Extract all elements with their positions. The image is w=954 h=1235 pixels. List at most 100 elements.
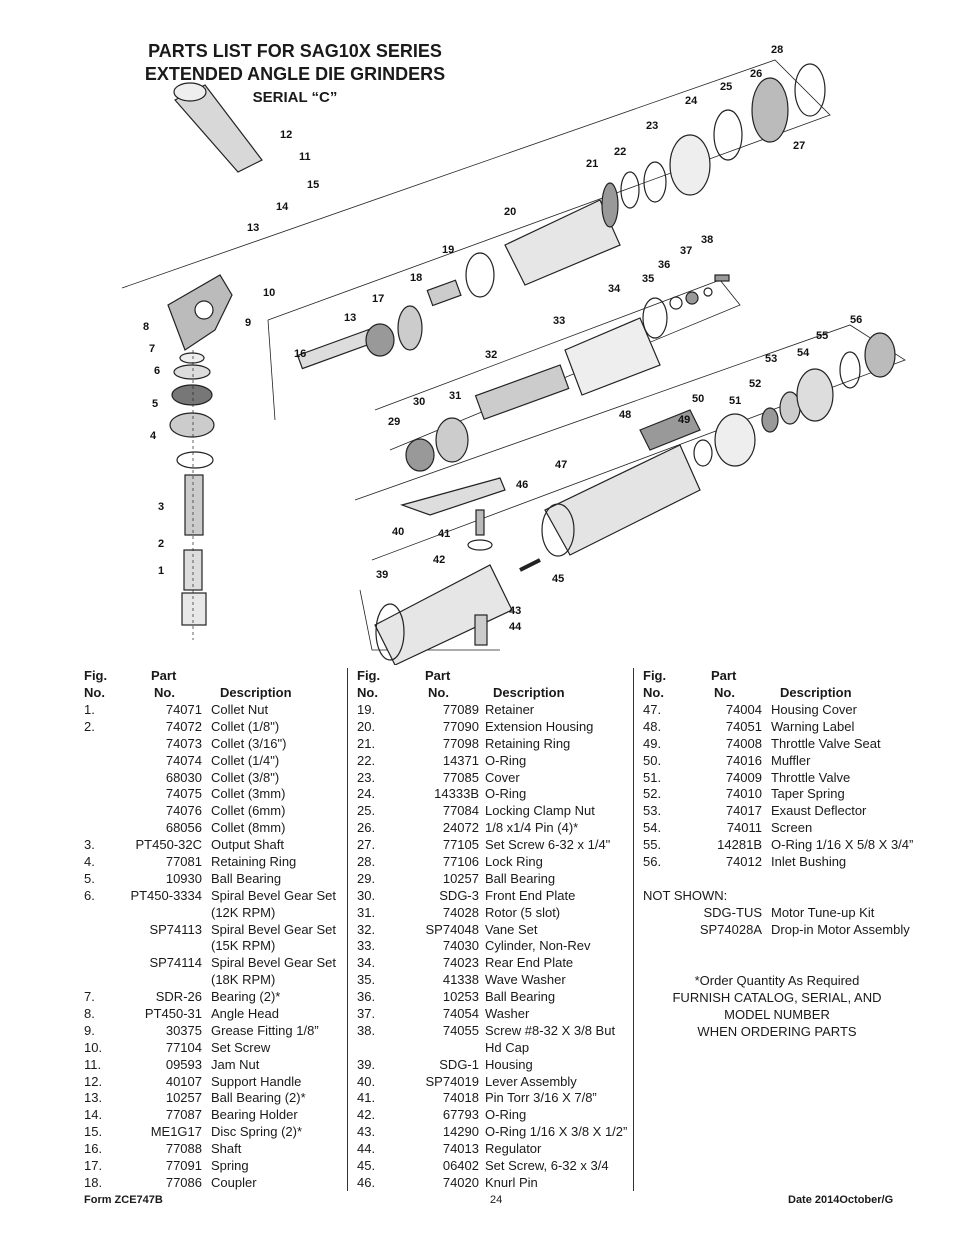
callout-50: 50 (692, 393, 704, 405)
part-description: Ball Bearing (211, 870, 282, 886)
callout-25: 25 (720, 81, 732, 93)
fig-number: 19. (357, 702, 376, 717)
part-number: 74054 (442, 1006, 479, 1022)
part-description: Spiral Bevel Gear Set (211, 887, 337, 903)
fig-number: 30. (357, 887, 376, 903)
part-number: 40107 (165, 1073, 202, 1089)
fig-number: 18. (84, 1174, 103, 1190)
part-description: (18K RPM) (211, 972, 276, 988)
part-number: 74010 (725, 786, 762, 802)
part-number: 74009 (725, 769, 762, 785)
callout-26: 26 (750, 68, 762, 80)
fig-number: 23. (357, 769, 376, 785)
part-number: PT450-31 (144, 1006, 202, 1022)
part-description: O-Ring 1/16 X 3/8 X 1/2” (485, 1124, 628, 1140)
part-number: 74004 (725, 702, 762, 717)
page-title: PARTS LIST FOR SAG10X SERIES EXTENDED AN… (110, 40, 480, 109)
part-number: 68056 (165, 820, 202, 836)
part-description: Housing (485, 1056, 533, 1072)
part-description: O-Ring (485, 1107, 527, 1123)
callout-55: 55 (816, 330, 828, 342)
callout-13: 13 (247, 222, 259, 234)
description-header: Description (780, 685, 852, 700)
callout-44: 44 (509, 621, 522, 633)
fig-number: 21. (357, 735, 376, 751)
part-description: Lock Ring (485, 854, 543, 870)
part-description: Throttle Valve Seat (771, 735, 881, 751)
title-line-2: EXTENDED ANGLE DIE GRINDERS (144, 64, 446, 84)
part-number: 77091 (165, 1158, 202, 1174)
part-number: 74030 (442, 938, 479, 954)
part-number: 74072 (165, 718, 202, 734)
part-number: 10257 (165, 1090, 202, 1106)
callout-16: 16 (294, 348, 306, 360)
callout-13-b: 13 (344, 312, 356, 324)
fig-number: 47. (643, 702, 662, 717)
callout-8: 8 (143, 321, 149, 333)
fig-number: 37. (357, 1006, 376, 1022)
part-number: PT450-32C (135, 837, 202, 853)
part-number: 68030 (165, 769, 202, 785)
callout-36: 36 (658, 259, 670, 271)
fig-number: 36. (357, 989, 376, 1005)
fig-number: 44. (357, 1141, 376, 1157)
part-number: 24072 (442, 820, 479, 836)
part-header-2: No. (428, 685, 449, 700)
part-description: Ball Bearing (485, 989, 556, 1005)
fig-number: 42. (357, 1107, 376, 1123)
table-row: (15K RPM) (84, 938, 346, 955)
part-description: Retainer (485, 702, 535, 717)
callout-52: 52 (749, 378, 761, 390)
fig-number: 14. (84, 1107, 103, 1123)
fig-number: 15. (84, 1124, 103, 1140)
callout-7: 7 (149, 343, 155, 355)
fig-number: 12. (84, 1073, 103, 1089)
part-description: Spiral Bevel Gear Set (211, 921, 337, 937)
column-divider (347, 668, 348, 1191)
callout-49: 49 (678, 414, 690, 426)
callout-30: 30 (413, 396, 425, 408)
callout-54: 54 (797, 347, 810, 359)
revision-date: Date 2014October/G (788, 1194, 894, 1206)
fig-number: 2. (84, 718, 95, 734)
fig-number: 11. (84, 1056, 102, 1072)
callout-11: 11 (299, 151, 311, 163)
part-description: Knurl Pin (485, 1174, 538, 1190)
part-number: 74051 (725, 718, 762, 734)
part-number: 74055 (442, 1022, 479, 1038)
part-description: Muffler (771, 752, 811, 768)
part-description: Warning Label (771, 718, 855, 734)
part-number: 30375 (165, 1022, 202, 1038)
part-description: Pin Torr 3/16 X 7/8” (485, 1090, 597, 1106)
part-description: Hd Cap (485, 1039, 530, 1055)
part-number: 77104 (165, 1039, 202, 1055)
fig-number: 34. (357, 955, 376, 971)
part-number: 74071 (165, 702, 202, 717)
table-row: (12K RPM) (84, 905, 346, 922)
callout-33: 33 (553, 315, 565, 327)
part-number: 74017 (725, 803, 762, 819)
